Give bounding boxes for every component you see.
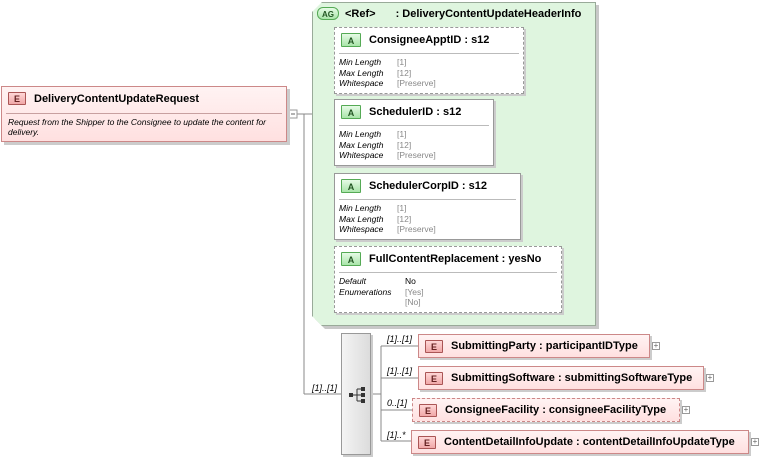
attribute-type: : s12 xyxy=(461,180,487,192)
element-badge-icon: E xyxy=(418,435,436,449)
prop-key: Min Length xyxy=(339,129,382,139)
child-element-type: : contentDetailInfoUpdateType xyxy=(576,436,735,448)
element-badge-icon: E xyxy=(8,92,26,105)
prop-value: [No] xyxy=(405,297,421,307)
root-element[interactable]: E DeliveryContentUpdateRequest Request f… xyxy=(1,86,287,142)
attribute-name: SchedulerID xyxy=(369,106,434,118)
attribute-full-content-replacement[interactable]: A FullContentReplacement : yesNo Default… xyxy=(334,246,562,313)
child-element-name: ContentDetailInfoUpdate xyxy=(444,436,573,448)
attribute-consignee-appt-id[interactable]: A ConsigneeApptID : s12 Min Length [1] Ma… xyxy=(334,27,524,94)
child-cardinality: [1]..[1] xyxy=(387,334,413,344)
prop-key: Max Length xyxy=(339,213,384,224)
prop-value: [1] xyxy=(397,57,407,67)
attribute-group-header: AG <Ref> : DeliveryContentUpdateHeaderIn… xyxy=(317,7,581,20)
child-element-submitting-party[interactable]: E SubmittingParty : participantIDType xyxy=(418,334,650,358)
prop-key: Whitespace xyxy=(339,78,384,88)
prop-key: Min Length xyxy=(339,57,382,67)
prop-value: [Yes] xyxy=(405,286,424,297)
prop-value: [Preserve] xyxy=(397,224,436,234)
prop-key: Whitespace xyxy=(339,224,384,234)
child-element-submitting-software[interactable]: E SubmittingSoftware : submittingSoftwar… xyxy=(418,366,704,390)
child-element-type: : submittingSoftwareType xyxy=(557,372,693,384)
prop-value: [12] xyxy=(397,213,412,224)
prop-key: Min Length xyxy=(339,203,382,213)
attribute-scheduler-corp-id[interactable]: A SchedulerCorpID : s12 Min Length [1] Ma… xyxy=(334,173,521,240)
element-badge-icon: E xyxy=(425,339,443,353)
attribute-badge-icon: A xyxy=(341,105,361,119)
prop-value: [Preserve] xyxy=(397,78,436,88)
prop-value: No xyxy=(405,276,416,286)
sequence-icon xyxy=(349,387,365,403)
child-element-type: : participantIDType xyxy=(539,340,638,352)
child-element-name: SubmittingParty xyxy=(451,340,536,352)
attribute-name: SchedulerCorpID xyxy=(369,180,459,192)
prop-value: [12] xyxy=(397,67,412,78)
prop-key: Max Length xyxy=(339,67,384,78)
prop-value: [12] xyxy=(397,139,412,150)
element-badge-icon: E xyxy=(425,371,443,385)
sequence-compositor[interactable] xyxy=(341,333,371,455)
expand-icon[interactable]: + xyxy=(682,405,690,414)
child-cardinality: [1]..[1] xyxy=(387,366,413,376)
root-element-name: DeliveryContentUpdateRequest xyxy=(34,92,200,105)
prop-key: Max Length xyxy=(339,139,384,150)
attribute-group-badge-icon: AG xyxy=(317,7,339,20)
element-badge-icon: E xyxy=(419,403,437,417)
root-element-description: Request from the Shipper to the Consigne… xyxy=(8,117,267,137)
attribute-name: ConsigneeApptID xyxy=(369,34,462,46)
child-cardinality: 0..[1] xyxy=(387,398,408,408)
attribute-scheduler-id[interactable]: A SchedulerID : s12 Min Length [1] Max Le… xyxy=(334,99,494,166)
prop-value: [Preserve] xyxy=(397,150,436,160)
child-element-type: : consigneeFacilityType xyxy=(542,404,667,416)
attribute-type: : s12 xyxy=(464,34,490,46)
expand-icon[interactable]: + xyxy=(751,437,759,446)
child-element-name: ConsigneeFacility xyxy=(445,404,540,416)
child-cardinality: [1]..* xyxy=(387,430,406,440)
child-element-consignee-facility[interactable]: E ConsigneeFacility : consigneeFacilityT… xyxy=(412,398,680,422)
child-element-name: SubmittingSoftware xyxy=(451,372,555,384)
attribute-badge-icon: A xyxy=(341,179,361,193)
expand-icon[interactable]: + xyxy=(706,373,714,382)
prop-key: Whitespace xyxy=(339,150,384,160)
sequence-cardinality: [1]..[1] xyxy=(312,383,338,393)
attribute-group-type: : DeliveryContentUpdateHeaderInfo xyxy=(395,7,582,20)
attribute-type: : s12 xyxy=(436,106,462,118)
attribute-name: FullContentReplacement xyxy=(369,253,499,265)
attribute-group-ref: <Ref> xyxy=(345,7,376,20)
expand-icon[interactable]: + xyxy=(652,341,660,350)
attribute-badge-icon: A xyxy=(341,33,361,47)
attribute-type: : yesNo xyxy=(501,253,542,265)
prop-value: [1] xyxy=(397,129,407,139)
child-element-content-detail-info-update[interactable]: E ContentDetailInfoUpdate : contentDetai… xyxy=(411,430,749,454)
prop-value: [1] xyxy=(397,203,407,213)
prop-key xyxy=(339,297,405,308)
prop-key: Default xyxy=(339,276,366,286)
prop-key: Enumerations xyxy=(339,286,392,297)
attribute-badge-icon: A xyxy=(341,252,361,266)
